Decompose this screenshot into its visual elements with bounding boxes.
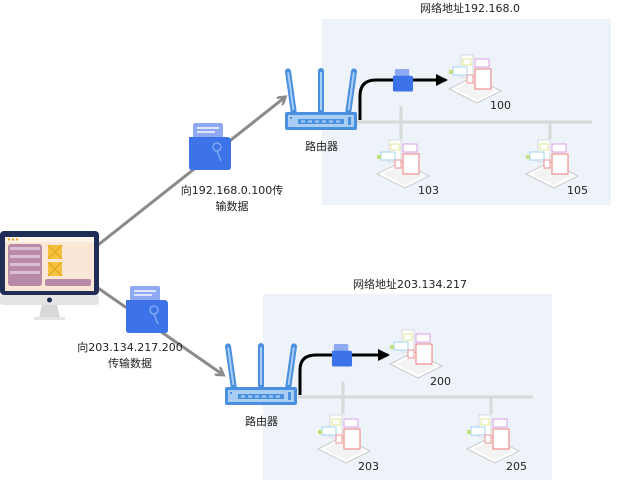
transfer-label-2: 向203.134.217.200 传输数据 bbox=[70, 340, 190, 372]
transfer-label-1: 向192.168.0.100传 输数据 bbox=[172, 183, 292, 215]
network-title-2: 网络地址203.134.217 bbox=[353, 278, 467, 291]
laptop-icon-host-205 bbox=[465, 414, 521, 464]
network-title-1: 网络地址192.168.0 bbox=[420, 2, 520, 15]
folder-data-icon-1 bbox=[189, 123, 231, 170]
laptop-icon-host-103 bbox=[375, 139, 431, 189]
router-icon-1 bbox=[285, 68, 357, 130]
host-label-203: 203 bbox=[358, 460, 379, 473]
laptop-icon-host-100 bbox=[447, 54, 503, 104]
host-label-205: 205 bbox=[506, 460, 527, 473]
delivery-arrow-1 bbox=[358, 74, 448, 120]
laptop-icon-host-200 bbox=[388, 329, 444, 379]
laptop-icon-host-105 bbox=[524, 139, 580, 189]
transfer-label-1-line2: 输数据 bbox=[215, 200, 249, 213]
transfer-label-2-line2: 传输数据 bbox=[108, 357, 152, 370]
host-label-105: 105 bbox=[567, 184, 588, 197]
link-to-router-1 bbox=[97, 98, 284, 247]
transfer-label-2-line1: 向203.134.217.200 bbox=[77, 341, 183, 354]
folder-data-icon-2 bbox=[126, 286, 168, 333]
bus-network-2 bbox=[298, 382, 533, 414]
bus-network-1 bbox=[356, 106, 592, 139]
folder-delivered-icon-1 bbox=[392, 69, 414, 92]
folder-delivered-icon-2 bbox=[331, 344, 353, 367]
router-icon-2 bbox=[225, 343, 297, 405]
desktop-computer-icon bbox=[0, 231, 99, 320]
transfer-label-1-line1: 向192.168.0.100传 bbox=[180, 184, 284, 197]
host-label-100: 100 bbox=[490, 99, 511, 112]
host-label-103: 103 bbox=[418, 184, 439, 197]
router-label-2: 路由器 bbox=[245, 415, 278, 428]
host-label-200: 200 bbox=[430, 375, 451, 388]
delivery-arrow-2 bbox=[298, 349, 390, 395]
router-label-1: 路由器 bbox=[305, 140, 338, 153]
laptop-icon-host-203 bbox=[316, 414, 372, 464]
